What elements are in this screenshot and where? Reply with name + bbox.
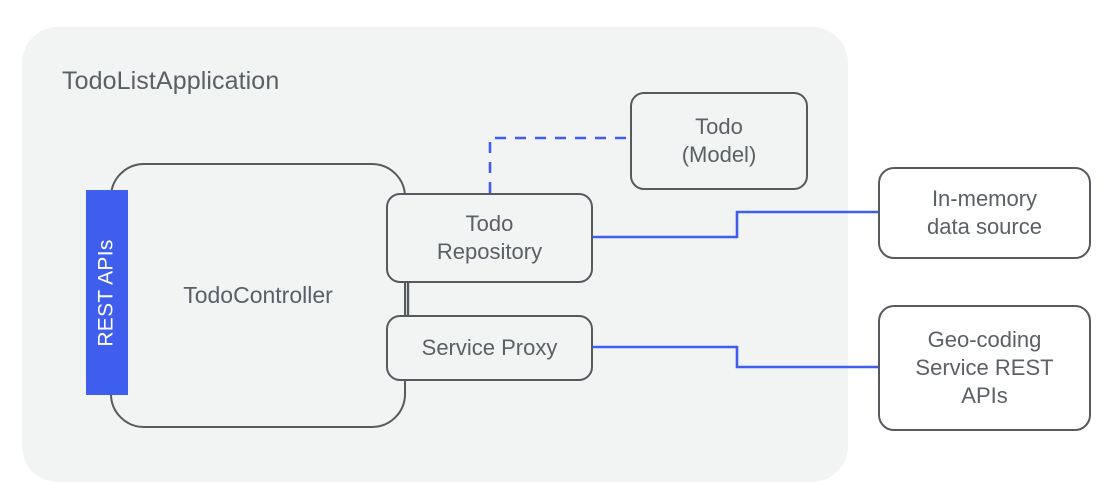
node-service-proxy-label: Service Proxy: [421, 334, 558, 360]
node-todo-model[interactable]: Todo (Model): [630, 92, 808, 190]
rest-apis-badge-label: REST APIs: [95, 238, 119, 347]
node-geo-coding-service[interactable]: Geo-coding Service REST APIs: [878, 305, 1091, 431]
application-panel-title: TodoListApplication: [62, 67, 280, 95]
node-in-memory-data-source-label: In-memory data source: [921, 185, 1048, 241]
node-todo-model-label: Todo (Model): [676, 113, 763, 169]
node-todo-repository-label-line1: Todo: [465, 210, 514, 236]
node-in-memory-data-source-label-line2: data source: [927, 214, 1042, 239]
node-in-memory-data-source-label-line1: In-memory: [931, 185, 1038, 211]
node-in-memory-data-source[interactable]: In-memory data source: [878, 167, 1091, 259]
node-geo-coding-service-label-line3: APIs: [961, 383, 1008, 409]
node-geo-coding-service-label-line2: Service REST: [915, 354, 1054, 380]
rest-apis-badge[interactable]: REST APIs: [86, 190, 128, 395]
node-todo-repository[interactable]: Todo Repository: [386, 193, 593, 283]
node-service-proxy[interactable]: Service Proxy: [386, 315, 593, 381]
node-geo-coding-service-label: Geo-coding Service REST APIs: [909, 326, 1059, 410]
node-todo-model-label-line1: Todo: [695, 113, 743, 139]
node-todo-controller-label: TodoController: [183, 281, 333, 308]
node-todo-model-label-line2: (Model): [681, 142, 757, 167]
node-geo-coding-service-label-line1: Geo-coding: [927, 326, 1042, 352]
node-todo-repository-label-line2: Repository: [436, 239, 543, 264]
node-todo-repository-label: Todo Repository: [431, 210, 548, 266]
node-todo-controller[interactable]: TodoController: [110, 163, 406, 428]
